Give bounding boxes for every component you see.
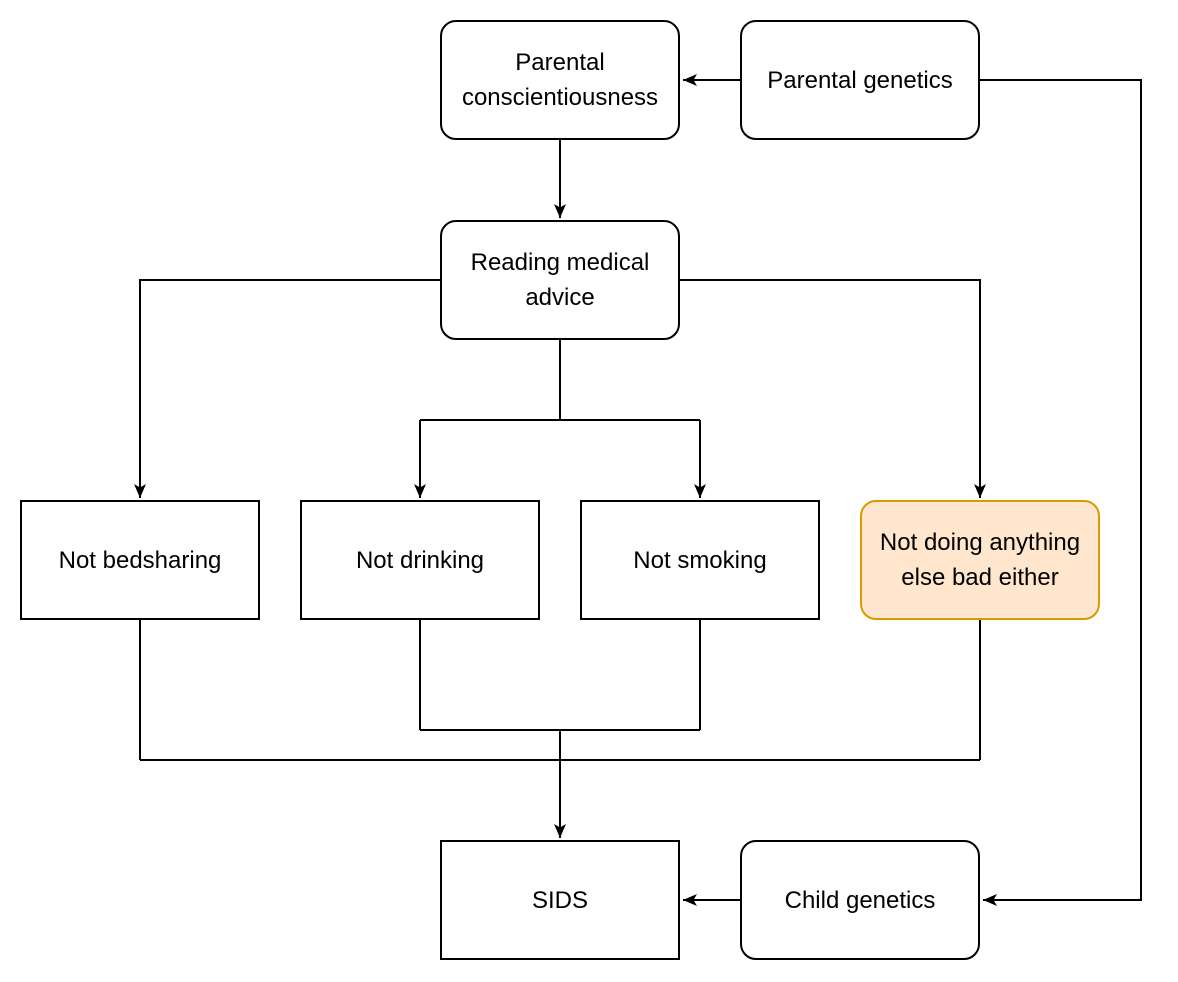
- node-not-bedsharing: Not bedsharing: [20, 500, 260, 620]
- node-label: SIDS: [531, 886, 588, 914]
- node-label: Parental genetics: [767, 66, 953, 94]
- node-reading-medical-advice: Reading medical advice: [440, 220, 680, 340]
- node-label: Not drinking: [355, 546, 485, 574]
- node-child-genetics: Child genetics: [740, 840, 980, 960]
- edge-parental-genetics-to-child-genetics: [980, 79, 1142, 906]
- node-label: Not smoking: [633, 546, 767, 574]
- node-parental-genetics: Parental genetics: [740, 20, 980, 140]
- edge-reading-to-not-doing-anything: [680, 279, 986, 498]
- node-label: Not bedsharing: [58, 546, 222, 574]
- node-label: Child genetics: [784, 886, 936, 914]
- node-label: Not doing anything else bad either: [879, 529, 1081, 591]
- node-sids: SIDS: [440, 840, 680, 960]
- edge-reading-split-stem: [420, 340, 700, 421]
- edge-reading-to-not-bedsharing: [134, 279, 440, 498]
- node-label: Reading medical advice: [470, 249, 650, 311]
- node-not-smoking: Not smoking: [580, 500, 820, 620]
- node-parental-conscientiousness: Parental conscientiousness: [440, 20, 680, 140]
- node-not-drinking: Not drinking: [300, 500, 540, 620]
- node-label: Parental conscientiousness: [461, 49, 659, 111]
- node-not-doing-anything-else-bad: Not doing anything else bad either: [860, 500, 1100, 620]
